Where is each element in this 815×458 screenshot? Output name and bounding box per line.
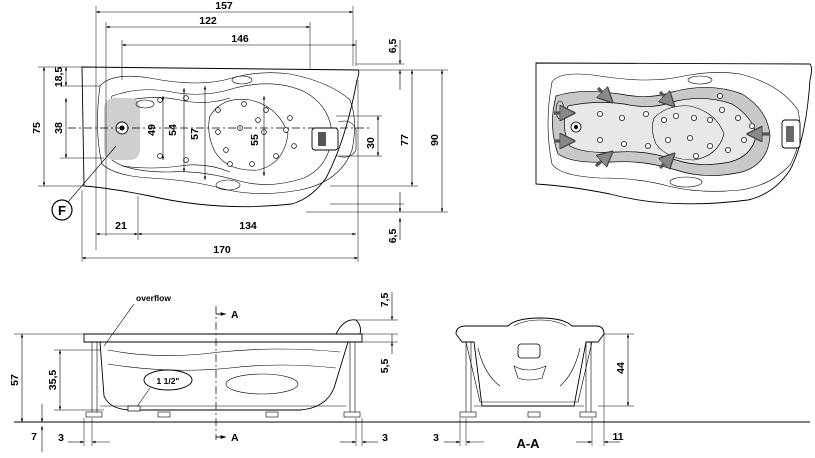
side-view: 1 1/2" overflow A A 57 35,5 7 7,5 5,5 <box>9 292 810 452</box>
drain-size-label: 1 1/2" <box>157 376 180 386</box>
section-view: 44 3 11 A-A <box>433 317 634 451</box>
section-legs <box>459 342 597 418</box>
jet-layout-view <box>535 62 812 205</box>
section-dim-44: 44 <box>615 362 627 374</box>
side-dim-7: 7 <box>31 431 37 443</box>
side-rim <box>83 333 363 343</box>
section-body <box>455 317 605 407</box>
dim-18-5: 18,5 <box>53 67 65 88</box>
section-dim-3: 3 <box>433 432 439 444</box>
side-legs <box>85 342 361 418</box>
side-dim-3-mid: 3 <box>382 432 388 444</box>
dim-90: 90 <box>429 134 441 146</box>
top-plan-view: 157 122 146 75 18,5 38 49 54 57 55 <box>31 0 448 262</box>
dim-54: 54 <box>167 124 179 136</box>
side-dim-35-5: 35,5 <box>47 370 59 391</box>
tub-inner-rim <box>97 72 355 194</box>
section-dim-11: 11 <box>612 431 623 443</box>
tub-outer-outline <box>81 66 360 208</box>
section-marker-a-top: A <box>231 309 239 321</box>
marker-f-circle <box>51 199 73 221</box>
side-dim-7-5: 7,5 <box>379 293 391 308</box>
dim-55: 55 <box>249 134 261 146</box>
jet-view-outer <box>535 62 812 205</box>
side-dim-3-left: 3 <box>58 432 64 444</box>
dim-6-5-bottom: 6,5 <box>387 229 399 244</box>
dim-134: 134 <box>239 220 257 232</box>
side-body <box>99 341 349 411</box>
dim-157: 157 <box>215 0 233 12</box>
dim-75: 75 <box>31 122 43 134</box>
dim-38: 38 <box>53 122 65 134</box>
section-title: A-A <box>516 436 540 451</box>
tub-basin <box>107 83 333 185</box>
faucet-fixture <box>311 120 357 158</box>
dim-122: 122 <box>199 15 217 27</box>
dim-6-5-top: 6,5 <box>387 39 399 54</box>
marker-f: F <box>58 203 66 218</box>
section-marker-a-bottom: A <box>231 432 239 444</box>
dim-57: 57 <box>189 128 201 140</box>
dim-21: 21 <box>115 220 127 232</box>
dim-49: 49 <box>146 124 158 136</box>
flow-arrows <box>554 88 770 168</box>
top-view-jets <box>157 95 297 167</box>
side-dim-57: 57 <box>9 374 21 386</box>
side-dim-5-5: 5,5 <box>379 359 391 374</box>
dim-170: 170 <box>213 244 231 256</box>
dim-30: 30 <box>365 137 377 149</box>
dim-146: 146 <box>231 33 249 45</box>
overflow-label: overflow <box>136 293 171 303</box>
dim-77: 77 <box>399 134 411 146</box>
